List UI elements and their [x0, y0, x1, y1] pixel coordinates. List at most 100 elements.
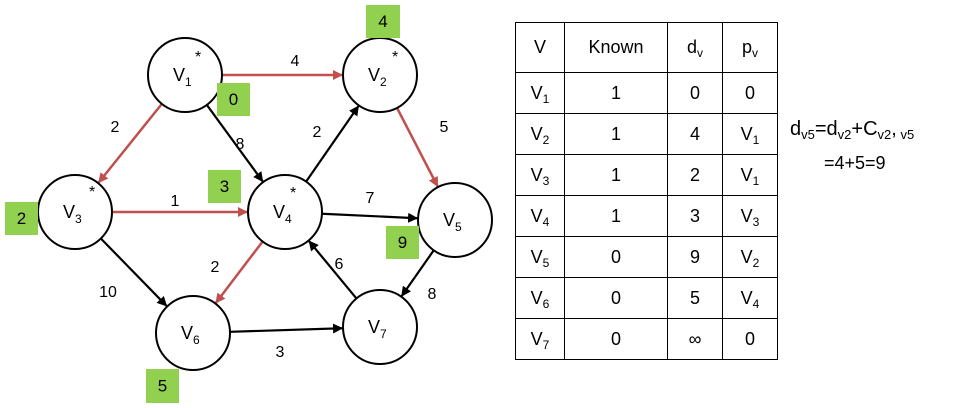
header-dv: dv	[667, 22, 723, 73]
known-star: *	[290, 185, 296, 202]
edge-weight-label: 3	[276, 344, 285, 361]
edge-v4-v2	[305, 105, 360, 183]
node-circle	[247, 174, 323, 250]
edge-weight-label: 7	[366, 190, 375, 207]
cell-vertex: V4	[515, 195, 565, 237]
edge-weight-label: 5	[440, 119, 449, 136]
edge-weight-label: 10	[99, 284, 117, 301]
cell-previous: 0	[722, 72, 778, 114]
cell-previous: 0	[722, 318, 778, 360]
edge-weight-label: 1	[171, 193, 180, 210]
distance-badge	[217, 83, 250, 116]
distance-badge-value: 3	[220, 177, 229, 196]
cell-vertex: V3	[515, 154, 565, 196]
cell-known: 1	[564, 154, 668, 196]
node-v4: V4*	[247, 174, 323, 250]
cell-vertex: V5	[515, 236, 565, 278]
cell-previous: V3	[722, 195, 778, 237]
edge-weight-label: 6	[335, 256, 344, 273]
node-circle	[155, 295, 231, 371]
cell-known: 0	[564, 318, 668, 360]
cell-known: 0	[564, 277, 668, 319]
distance-badge-value: 9	[398, 233, 407, 252]
node-circle	[417, 182, 493, 258]
cell-distance: 5	[667, 277, 723, 319]
node-label: V3	[63, 202, 82, 226]
header-known: Known	[564, 22, 668, 73]
node-label: V5	[443, 210, 462, 234]
cell-previous: V1	[722, 154, 778, 196]
cell-vertex: V7	[515, 318, 565, 360]
edge-weight-label: 4	[291, 53, 300, 70]
edge-weight-label: 8	[428, 286, 437, 303]
edge-v4-v6	[215, 240, 264, 304]
edge-v1-v4	[205, 104, 264, 183]
cell-vertex: V1	[515, 72, 565, 114]
node-v5: V5	[417, 182, 493, 258]
cell-vertex: V6	[515, 277, 565, 319]
known-star: *	[392, 49, 398, 66]
cell-known: 1	[564, 72, 668, 114]
known-star: *	[195, 49, 201, 66]
distance-badge-value: 2	[17, 209, 26, 228]
formula-line-2: =4+5=9	[824, 153, 886, 173]
distance-badge-value: 5	[158, 376, 167, 395]
formula-line-1: dv5=dv2+Cv2, v5	[790, 118, 915, 142]
edge-weight-label: 2	[211, 259, 220, 276]
node-circle	[342, 289, 418, 365]
edge-v6-v7	[229, 323, 344, 334]
cell-vertex: V2	[515, 113, 565, 155]
cell-known: 1	[564, 113, 668, 155]
edge-v5-v7	[400, 249, 435, 297]
cell-previous: V2	[722, 236, 778, 278]
node-v1: V1*	[147, 37, 223, 113]
cell-distance: 3	[667, 195, 723, 237]
distance-badge	[208, 170, 241, 203]
edge-v1-v3	[97, 103, 163, 184]
edge-weight-label: 8	[236, 136, 245, 153]
header-v: V	[515, 22, 565, 73]
cell-previous: V4	[722, 277, 778, 319]
distance-badge-value: 4	[378, 12, 387, 31]
node-label: V1	[173, 65, 192, 89]
distance-badge	[5, 202, 38, 235]
node-v7: V7	[342, 289, 418, 365]
edge-v7-v4	[308, 240, 358, 300]
node-circle	[147, 37, 223, 113]
node-label: V7	[368, 317, 387, 341]
node-v2: V2 *	[342, 37, 418, 113]
cell-known: 1	[564, 195, 668, 237]
node-label: V4	[273, 202, 292, 226]
edge-v3-v6	[100, 237, 168, 307]
header-pv: pv	[722, 22, 778, 73]
edge-v2-v5	[395, 107, 439, 188]
cell-distance: 2	[667, 154, 723, 196]
cell-distance: 4	[667, 113, 723, 155]
distance-badge-value: 0	[229, 90, 238, 109]
node-label: V2	[368, 65, 387, 89]
distance-badge	[146, 369, 179, 403]
cell-distance: ∞	[667, 318, 723, 360]
node-v6: V6	[155, 295, 231, 371]
cell-distance: 9	[667, 236, 723, 278]
edge-v4-v5	[321, 212, 419, 223]
table-header-row: V Known dv pv	[515, 22, 778, 73]
cell-known: 0	[564, 236, 668, 278]
cell-previous: V1	[722, 113, 778, 155]
known-star: *	[89, 184, 95, 201]
cell-distance: 0	[667, 72, 723, 114]
node-v3: V3 *	[37, 174, 113, 250]
node-label: V6	[181, 323, 200, 347]
edge-weight-label: 2	[313, 124, 322, 141]
edge-weight-label: 2	[111, 119, 120, 136]
distance-badge	[366, 5, 400, 38]
